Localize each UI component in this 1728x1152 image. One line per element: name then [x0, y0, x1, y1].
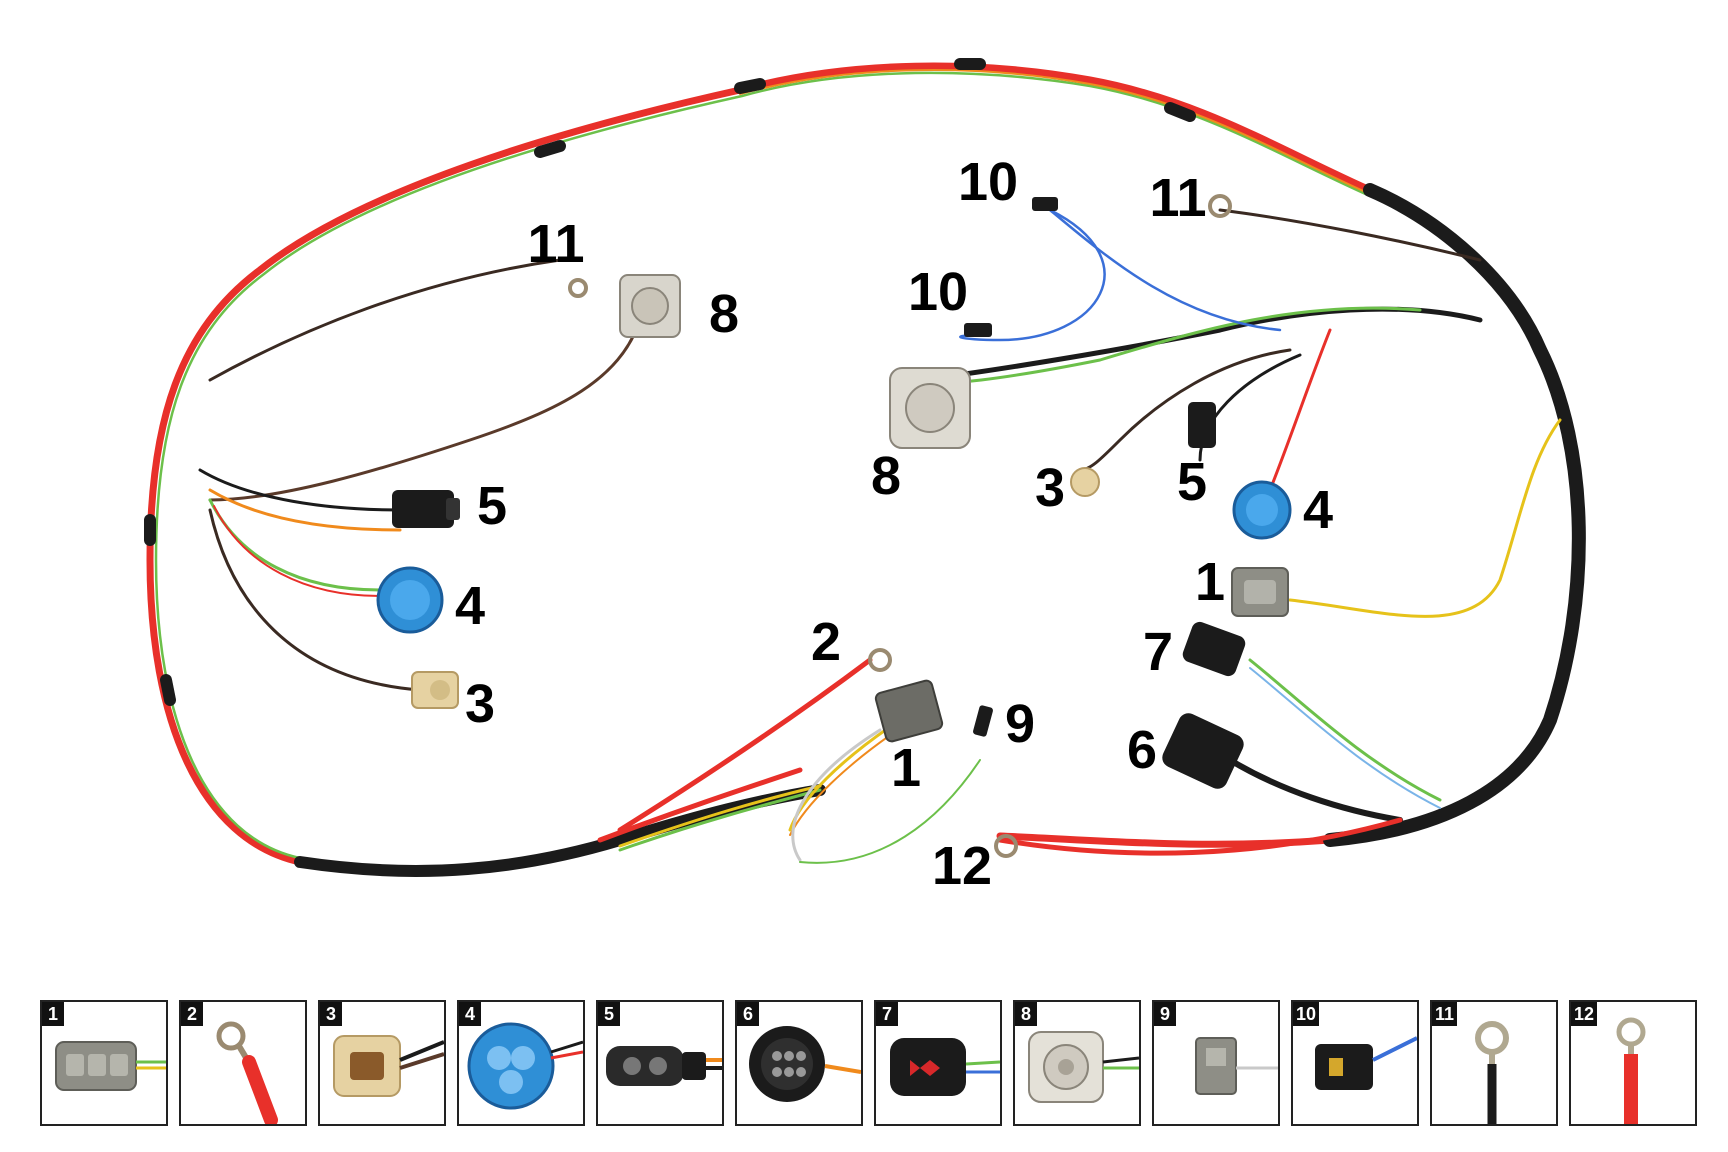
callout-2: 2 [811, 612, 841, 672]
left-branches [198, 258, 642, 692]
legend-item-8: 8 [1013, 1000, 1141, 1126]
spade-connector-9 [973, 705, 993, 737]
callout-3-center: 3 [1035, 458, 1065, 518]
blue-connector-4-right [1232, 480, 1292, 540]
red-ring-terminal-icon [216, 1021, 278, 1124]
grey-connector-1-center [874, 679, 944, 743]
ring-terminal-12 [994, 834, 1018, 858]
white-bulb-socket-icon [1028, 1031, 1139, 1103]
bulb-socket-8-left [619, 274, 681, 338]
callout-11-left: 11 [527, 214, 584, 274]
legend-item-12: 12 [1569, 1000, 1697, 1126]
tan-socket-3-center [1070, 467, 1100, 497]
legend-item-3: 3 [318, 1000, 446, 1126]
legend-number: 11 [1432, 1002, 1458, 1026]
connector-10-lower [964, 323, 992, 337]
legend-number: 4 [459, 1002, 481, 1026]
main-harness [144, 58, 1586, 877]
legend-number: 2 [181, 1002, 203, 1026]
legend-item-4: 4 [457, 1000, 585, 1126]
legend-number: 6 [737, 1002, 759, 1026]
callout-1-right: 1 [1195, 552, 1225, 612]
legend-number: 8 [1015, 1002, 1037, 1026]
legend-item-2: 2 [179, 1000, 307, 1126]
callout-10-top: 10 [958, 152, 1018, 212]
callout-labels: 11 8 5 4 3 2 1 9 10 10 11 8 3 5 4 1 7 6 … [455, 152, 1333, 896]
grey-3-pin-connector-icon [55, 1041, 166, 1091]
red-ring-terminal-icon [1616, 1017, 1646, 1124]
black-connector-6 [1162, 713, 1244, 789]
legend-number: 1 [42, 1002, 64, 1026]
legend-number: 10 [1293, 1002, 1320, 1026]
callout-8-left: 8 [709, 284, 739, 344]
callout-5-left: 5 [477, 476, 507, 536]
legend-number: 5 [598, 1002, 620, 1026]
black-red-connector-7 [1182, 621, 1246, 677]
legend-number: 9 [1154, 1002, 1176, 1026]
black-connector-5-center [1188, 402, 1216, 448]
callout-8-center: 8 [871, 446, 901, 506]
black-connector-5-left [392, 490, 460, 528]
tan-socket-3-left [411, 671, 459, 709]
legend-item-7: 7 [874, 1000, 1002, 1126]
callout-12: 12 [932, 836, 992, 896]
legend-number: 12 [1571, 1002, 1598, 1026]
callout-9: 9 [1005, 694, 1035, 754]
black-multi-pin-connector-icon [749, 1026, 861, 1102]
black-2-pin-connector-icon [606, 1046, 722, 1086]
right-branches [898, 208, 1562, 823]
blue-connector-4-left [376, 566, 444, 634]
black-red-connector-icon [890, 1038, 1000, 1096]
legend-item-6: 6 [735, 1000, 863, 1126]
connector-legend: 1 2 3 4 5 [40, 1000, 1700, 1128]
ring-terminal-11-right [1208, 194, 1232, 218]
ring-terminal-11-left [568, 278, 588, 298]
grey-spade-connector-icon [1195, 1037, 1278, 1095]
blue-headlamp-connector-icon [467, 1022, 583, 1110]
center-branches [617, 657, 1403, 864]
callout-6: 6 [1127, 720, 1157, 780]
callout-11-right: 11 [1149, 168, 1206, 228]
tan-bulb-socket-icon [333, 1035, 444, 1097]
callout-4-right: 4 [1303, 480, 1333, 540]
black-ring-terminal-icon [1475, 1021, 1509, 1124]
bulb-socket-8-center [889, 367, 971, 449]
callout-4-left: 4 [455, 576, 485, 636]
legend-item-5: 5 [596, 1000, 724, 1126]
callout-3-left: 3 [465, 674, 495, 734]
callout-7: 7 [1143, 622, 1173, 682]
legend-number: 3 [320, 1002, 342, 1026]
black-single-connector-icon [1315, 1036, 1417, 1090]
legend-item-9: 9 [1152, 1000, 1280, 1126]
legend-number: 7 [876, 1002, 898, 1026]
ring-terminal-2 [868, 648, 892, 672]
legend-item-11: 11 [1430, 1000, 1558, 1126]
connector-10-top [1032, 197, 1058, 211]
callout-10-lower: 10 [908, 262, 968, 322]
callout-5-center: 5 [1177, 452, 1207, 512]
legend-item-1: 1 [40, 1000, 168, 1126]
legend-item-10: 10 [1291, 1000, 1419, 1126]
grey-connector-1-right [1231, 567, 1289, 617]
connectors [376, 194, 1292, 858]
callout-1-center: 1 [891, 738, 921, 798]
